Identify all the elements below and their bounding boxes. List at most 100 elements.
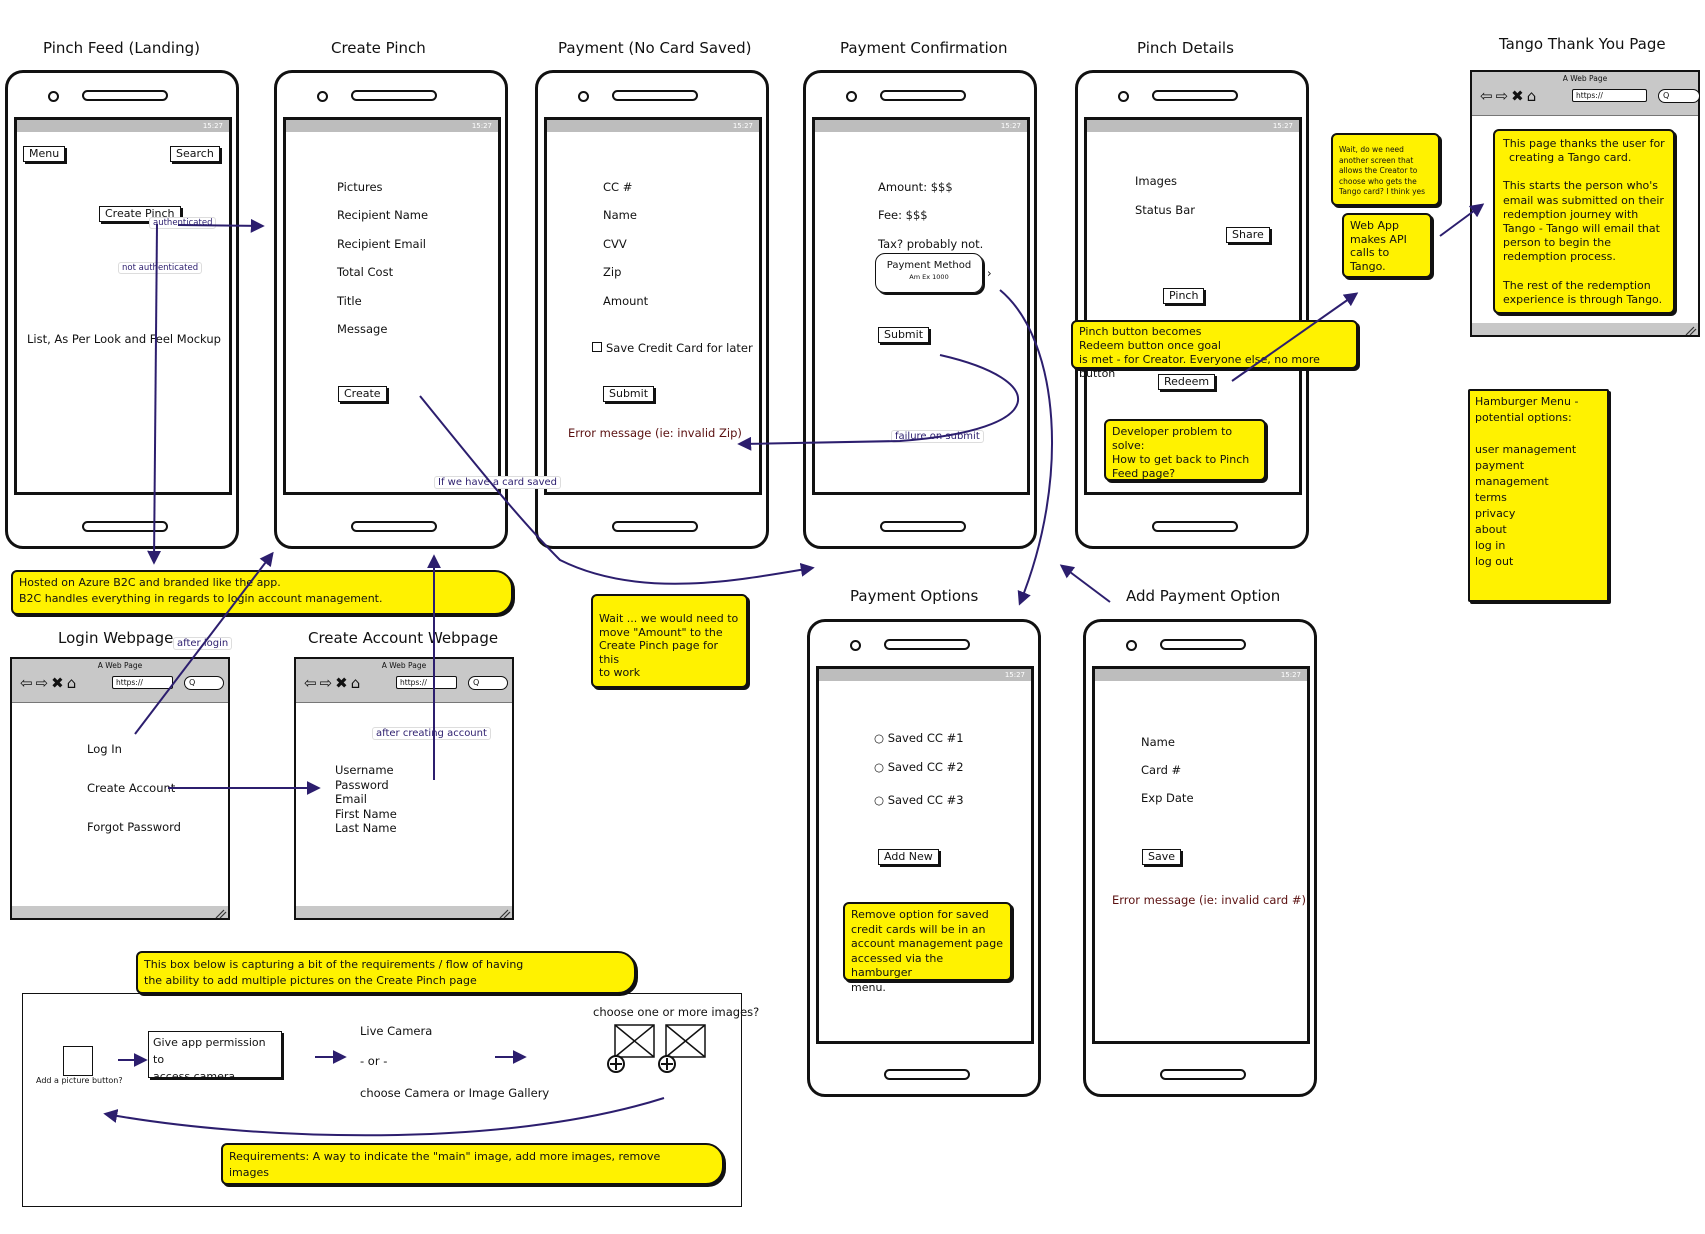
phone-payment-no-card: 15:27 CC # Name CVV Zip Amount Save Cred… xyxy=(535,70,769,549)
create-account-link[interactable]: Create Account xyxy=(87,781,176,795)
saved-cc-1-radio[interactable]: ○ Saved CC #1 xyxy=(874,731,964,745)
arrow-authenticated xyxy=(177,218,265,233)
add-picture-label: Add a picture button? xyxy=(36,1076,123,1085)
search-icon[interactable]: Q xyxy=(468,676,508,690)
arrow-redeem-to-web-app xyxy=(1231,292,1359,382)
field-last-name: Last Name xyxy=(335,821,397,835)
title-add-payment-option: Add Payment Option xyxy=(1126,587,1281,605)
list-label: List, As Per Look and Feel Mockup xyxy=(27,332,221,346)
payment-method-selector[interactable]: Payment Method Am Ex 1000 xyxy=(875,253,983,293)
add-image-plus-icon xyxy=(607,1055,676,1073)
log-in-link[interactable]: Log In xyxy=(87,742,122,756)
arrow-after-login xyxy=(134,551,274,735)
url-field[interactable]: https:// xyxy=(1572,89,1647,102)
gallery-label: choose Camera or Image Gallery xyxy=(360,1086,550,1100)
permission-box: Give app permission to access camera xyxy=(148,1031,282,1083)
image-placeholder-icon xyxy=(614,1024,706,1058)
title-create-account-webpage: Create Account Webpage xyxy=(308,629,499,647)
error-message: Error message (ie: invalid card #) xyxy=(1112,893,1306,907)
saved-cc-2-radio[interactable]: ○ Saved CC #2 xyxy=(874,760,964,774)
error-message: Error message (ie: invalid Zip) xyxy=(568,426,742,440)
radio-icon[interactable]: ○ xyxy=(874,731,885,745)
search-icon[interactable]: Q xyxy=(184,676,224,690)
title-create-pinch: Create Pinch xyxy=(331,39,426,57)
saved-cc-3-radio[interactable]: ○ Saved CC #3 xyxy=(874,793,964,807)
tag-after-creating-account: after creating account xyxy=(372,727,491,740)
status-bar: 15:27 xyxy=(286,120,498,132)
status-bar: 15:27 xyxy=(547,120,759,132)
screen-payment-options: 15:27 ○ Saved CC #1 ○ Saved CC #2 ○ Save… xyxy=(816,666,1034,1044)
arrow-add-option-to-payment-options xyxy=(1059,564,1111,603)
grip-marks xyxy=(215,326,1697,919)
browser-title: A Web Page xyxy=(1562,74,1608,83)
browser-nav-icons[interactable]: ⇦⇨✖⌂ xyxy=(1480,87,1540,105)
field-message: Message xyxy=(337,322,388,336)
title-pinch-details: Pinch Details xyxy=(1137,39,1234,57)
field-zip: Zip xyxy=(603,265,622,279)
live-camera-label: Live Camera xyxy=(360,1024,433,1038)
phone-add-payment-option: 15:27 Name Card # Exp Date Save Error me… xyxy=(1083,619,1317,1097)
tag-after-login: after login xyxy=(173,637,233,650)
resize-grip-icon xyxy=(1472,323,1698,335)
field-amount: Amount xyxy=(603,294,649,308)
field-password: Password xyxy=(335,777,389,792)
create-button[interactable]: Create xyxy=(338,386,387,402)
title-tango-thank-you: Tango Thank You Page xyxy=(1499,35,1666,53)
payment-method-value: Am Ex 1000 xyxy=(909,273,949,281)
field-name: Name xyxy=(603,208,637,222)
checkbox-icon[interactable] xyxy=(592,342,602,352)
field-recipient-name: Recipient Name xyxy=(337,208,429,222)
phone-payment-confirmation: 15:27 Amount: $$$ Fee: $$$ Tax? probably… xyxy=(803,70,1037,549)
or-label: - or - xyxy=(360,1054,388,1068)
arrow-web-app-to-tango xyxy=(1439,203,1485,237)
submit-button[interactable]: Submit xyxy=(603,386,655,402)
resize-grip-icon xyxy=(12,906,228,918)
share-button[interactable]: Share xyxy=(1226,227,1270,243)
arrow-not-authenticated xyxy=(147,223,162,565)
search-icon[interactable]: Q xyxy=(1658,89,1700,103)
field-title: Title xyxy=(337,294,362,308)
field-card-number: Card # xyxy=(1141,763,1182,777)
url-field[interactable]: https:// xyxy=(112,676,173,689)
radio-icon[interactable]: ○ xyxy=(874,760,885,774)
submit-button[interactable]: Submit xyxy=(878,327,930,343)
field-pictures: Pictures xyxy=(337,180,383,194)
forgot-password-link[interactable]: Forgot Password xyxy=(87,820,181,834)
status-bar: 15:27 xyxy=(1087,120,1299,132)
add-new-button[interactable]: Add New xyxy=(878,849,939,865)
create-account-fields: Username Password Email First Name Last … xyxy=(335,763,397,836)
browser-title: A Web Page xyxy=(381,661,427,670)
add-picture-button-icon[interactable] xyxy=(63,1046,93,1076)
url-field[interactable]: https:// xyxy=(396,676,457,689)
tax-line: Tax? probably not. xyxy=(878,237,984,251)
tag-not-authenticated: not authenticated xyxy=(118,262,203,274)
browser-nav-icons[interactable]: ⇦⇨✖⌂ xyxy=(304,674,364,692)
field-name: Name xyxy=(1141,735,1175,749)
arrow-create-to-payment-options xyxy=(419,395,815,585)
screen-create-pinch: 15:27 Pictures Recipient Name Recipient … xyxy=(283,117,501,495)
save-button[interactable]: Save xyxy=(1142,849,1182,865)
field-exp-date: Exp Date xyxy=(1141,791,1194,805)
menu-button[interactable]: Menu xyxy=(23,146,66,162)
save-card-checkbox[interactable]: Save Credit Card for later xyxy=(592,341,753,355)
phone-payment-options: 15:27 ○ Saved CC #1 ○ Saved CC #2 ○ Save… xyxy=(807,619,1041,1097)
chevron-right-icon[interactable]: › xyxy=(987,266,992,280)
status-bar: 15:27 xyxy=(17,120,229,132)
choose-images-label: choose one or more images? xyxy=(593,1005,760,1019)
search-button[interactable]: Search xyxy=(170,146,220,162)
redeem-button[interactable]: Redeem xyxy=(1158,374,1216,390)
pinch-button[interactable]: Pinch xyxy=(1163,288,1205,304)
title-pinch-feed: Pinch Feed (Landing) xyxy=(43,39,200,57)
status-bar: 15:27 xyxy=(819,669,1031,681)
note-requirements: Requirements: A way to indicate the "mai… xyxy=(221,1143,724,1185)
resize-grip-icon xyxy=(296,906,512,918)
radio-icon[interactable]: ○ xyxy=(874,793,885,807)
browser-nav-icons[interactable]: ⇦⇨✖⌂ xyxy=(20,674,80,692)
screen-payment-no-card: 15:27 CC # Name CVV Zip Amount Save Cred… xyxy=(544,117,762,495)
